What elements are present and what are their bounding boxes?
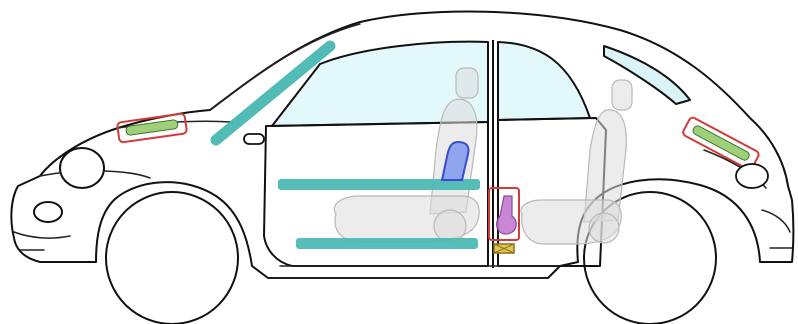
front-lamp-highlight-icon <box>117 113 187 142</box>
headlamp <box>60 148 104 188</box>
sill-line <box>268 266 560 278</box>
fog-lamp <box>34 202 62 222</box>
rear-lamp-highlight-icon <box>682 116 760 170</box>
lower-side-impact-bar <box>296 238 478 249</box>
sill-component-icon <box>494 244 514 253</box>
front-bumper <box>14 232 70 250</box>
mirror <box>244 134 264 144</box>
rear-bumper <box>762 210 792 248</box>
rear-window <box>498 42 590 120</box>
tail-lamp <box>736 164 768 188</box>
front-wheel <box>106 192 238 324</box>
